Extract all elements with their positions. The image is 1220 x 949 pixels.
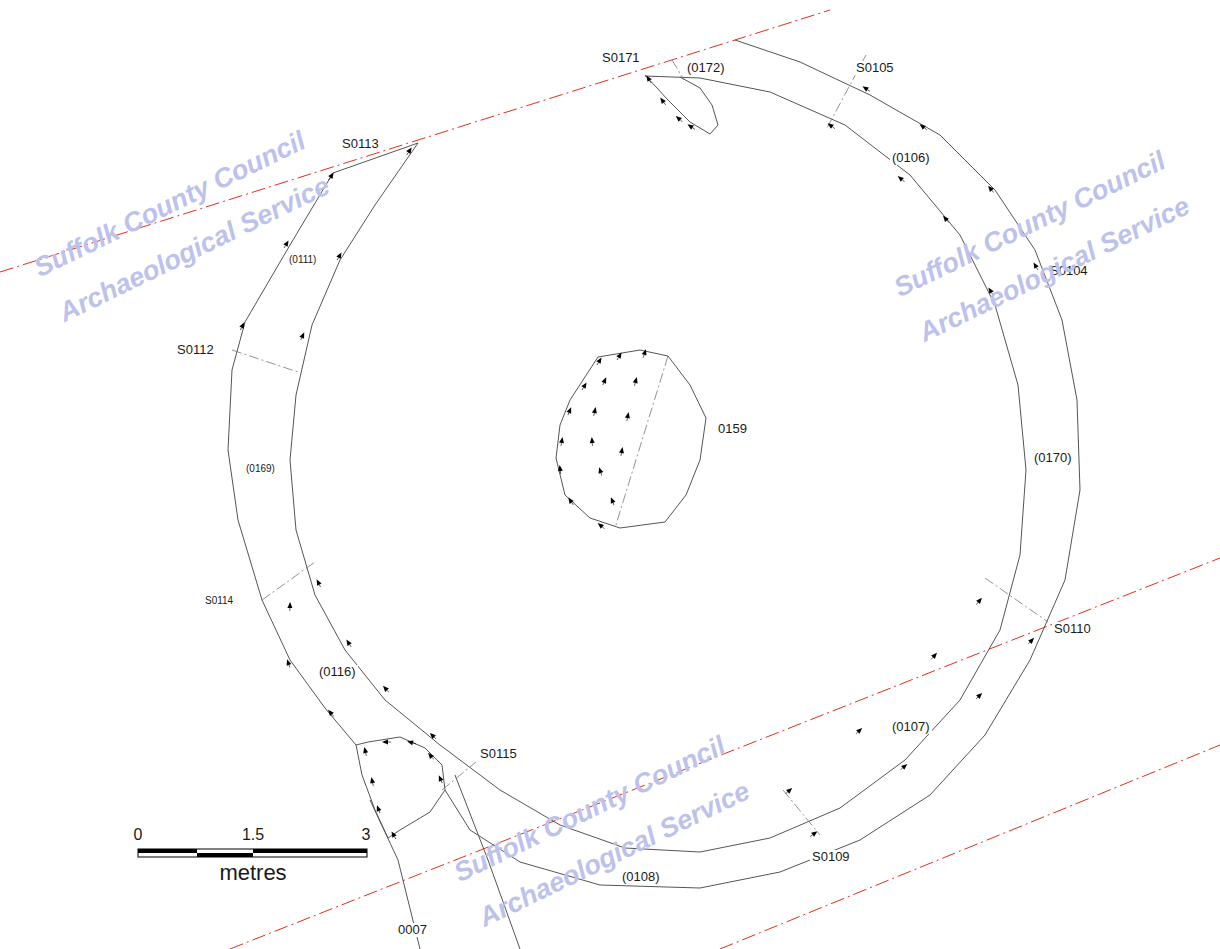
section-label: S0112 [175,343,216,357]
feature-number: 0007 [396,923,429,937]
context-number: (0172) [685,61,727,75]
slope-hachure [243,78,1035,834]
scale-tick: 1.5 [240,826,266,844]
context-number: (0107) [890,720,932,734]
trench-line [0,10,1220,949]
scale-tick: 0 [132,826,145,844]
section-label: S0171 [600,51,642,65]
section-label: S0113 [340,137,381,151]
context-number: (0170) [1032,451,1074,465]
context-number: (0106) [890,151,932,165]
context-number: (0111) [287,254,318,265]
scale-tick: 3 [360,826,373,844]
context-number: (0108) [620,870,662,884]
section-label: S0114 [203,595,235,606]
section-label: S0110 [1052,622,1093,636]
scale-bar [138,849,367,857]
context-number: (0169) [244,463,277,474]
ditch-edge [228,40,1080,949]
feature-number: 0159 [716,422,749,436]
section-label: S0115 [478,747,519,761]
context-number: (0116) [317,665,358,679]
section-label: S0109 [810,850,852,864]
section-line [232,55,1048,835]
scale-unit: metres [217,861,288,885]
section-label: S0105 [854,61,896,75]
